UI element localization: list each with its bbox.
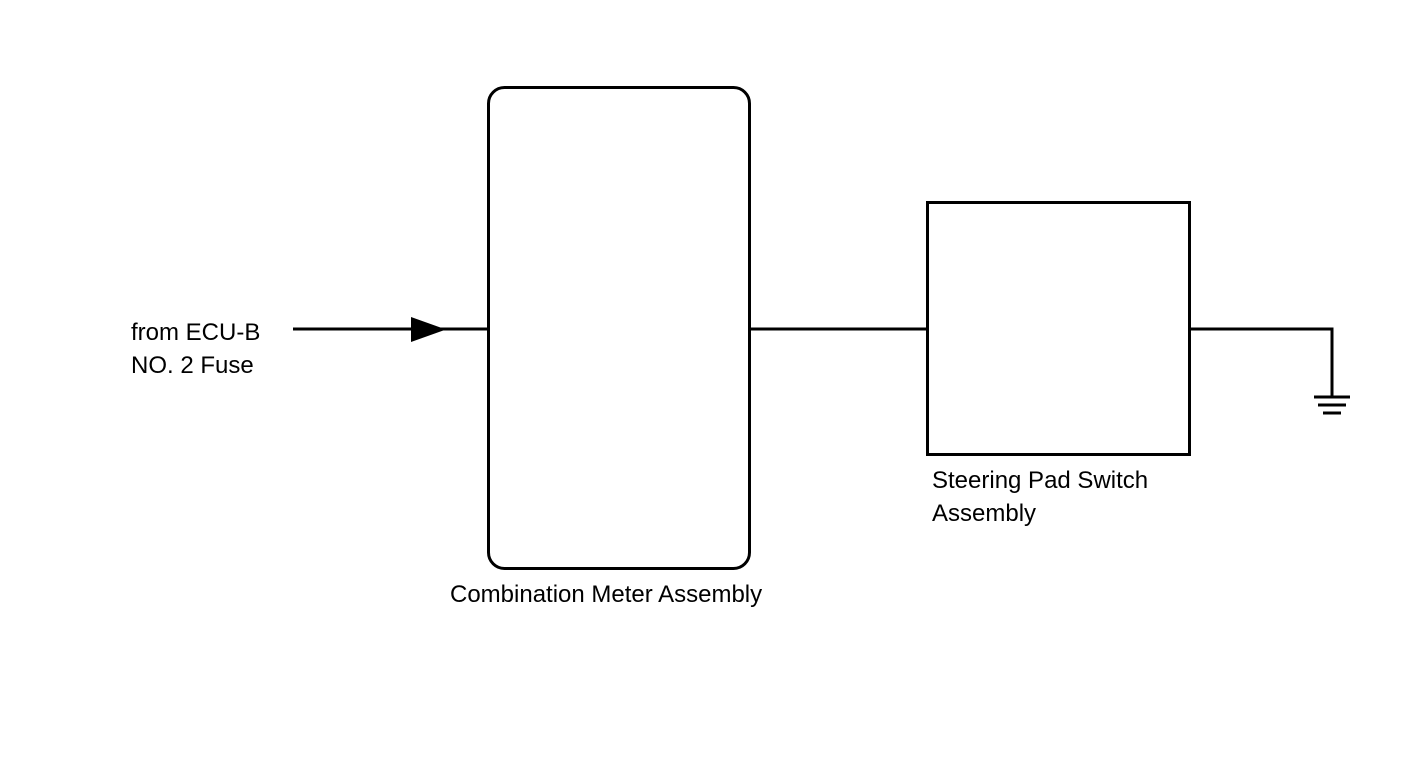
power-source-label: from ECU-B NO. 2 Fuse: [131, 316, 260, 382]
combination-meter-label: Combination Meter Assembly: [450, 578, 762, 611]
steering-pad-switch-label: Steering Pad Switch Assembly: [932, 464, 1148, 530]
steering-pad-switch-box: [926, 201, 1191, 456]
input-arrow-icon: [411, 317, 446, 342]
switch-to-ground-wire: [1190, 327, 1334, 396]
combination-meter-label-text: Combination Meter Assembly: [450, 581, 763, 608]
ground-icon: [1314, 395, 1350, 415]
power-source-label-line2: NO. 2 Fuse: [131, 352, 254, 379]
steering-pad-switch-label-line2: Assembly: [932, 500, 1037, 527]
combination-meter-box: [487, 86, 751, 570]
power-source-label-line1: from ECU-B: [131, 319, 261, 346]
steering-pad-switch-label-line1: Steering Pad Switch: [932, 467, 1149, 494]
